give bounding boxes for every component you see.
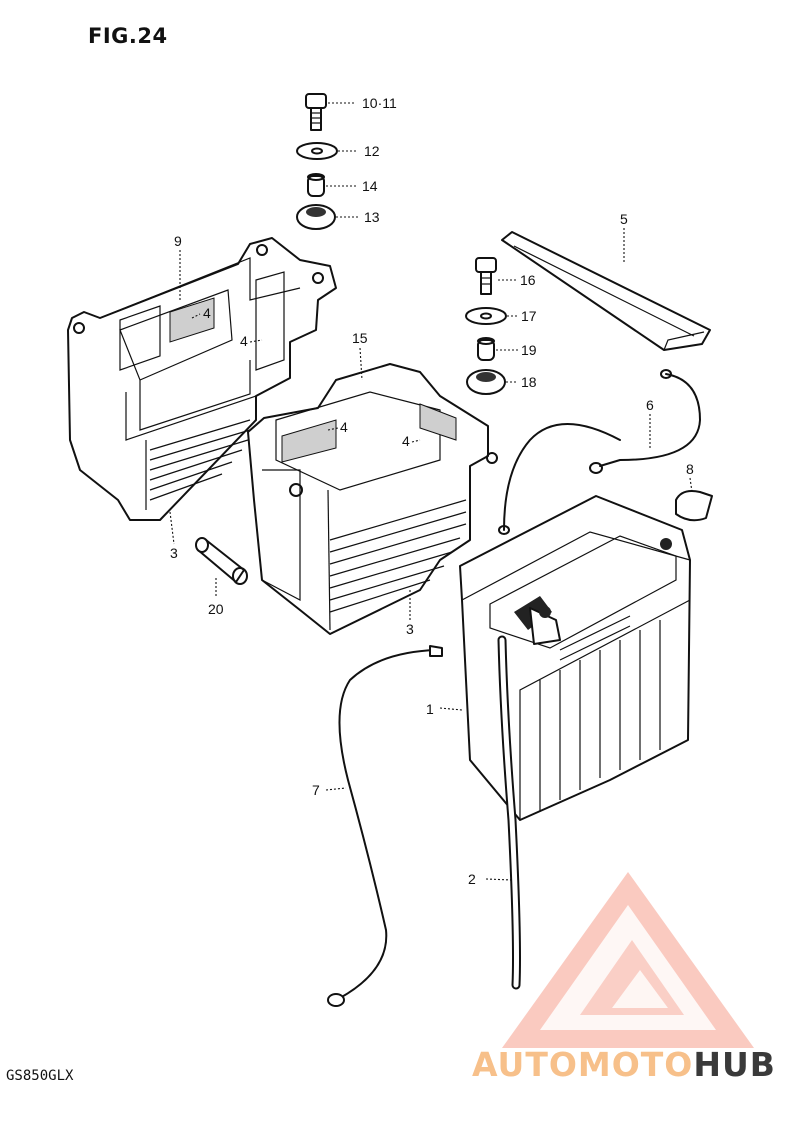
callout-7: 7 xyxy=(312,782,320,798)
watermark-part-hub: HUB xyxy=(693,1045,776,1084)
cable-6 xyxy=(498,369,701,535)
battery-holder-9 xyxy=(67,237,337,521)
battery-holder-15 xyxy=(247,347,498,635)
callout-4-c: 4 xyxy=(340,419,348,435)
callout-9: 9 xyxy=(174,233,182,249)
callout-3-b: 3 xyxy=(406,621,414,637)
figure-title: FIG.24 xyxy=(88,24,168,48)
leader-3a xyxy=(169,511,175,545)
callout-1: 1 xyxy=(426,701,434,717)
callout-12: 12 xyxy=(364,143,380,159)
callout-14: 14 xyxy=(362,178,378,194)
callout-15: 15 xyxy=(352,330,368,346)
watermark-part-automoto: AUTOMOTO xyxy=(472,1045,693,1084)
leader-4d xyxy=(411,439,421,443)
breather-tube-2 xyxy=(485,635,521,990)
spacer-14 xyxy=(307,173,356,197)
callout-8: 8 xyxy=(686,461,694,477)
battery-1 xyxy=(439,495,691,821)
bolt-10-11 xyxy=(305,93,356,131)
cap-8 xyxy=(675,477,713,522)
cable-7 xyxy=(325,645,443,1007)
callout-19: 19 xyxy=(521,342,537,358)
callout-13: 13 xyxy=(364,209,380,225)
watermark-text: AUTOMOTOHUB xyxy=(472,1045,776,1084)
callout-6: 6 xyxy=(646,397,654,413)
callout-20: 20 xyxy=(208,601,224,617)
callout-17: 17 xyxy=(521,308,537,324)
clip-20 xyxy=(195,537,248,598)
callout-18: 18 xyxy=(521,374,537,390)
cushion-13 xyxy=(296,204,358,230)
callout-2: 2 xyxy=(468,871,476,887)
callout-4-a: 4 xyxy=(203,305,211,321)
washer-12 xyxy=(296,142,358,160)
leader-4a xyxy=(191,313,201,319)
callout-3-a: 3 xyxy=(170,545,178,561)
battery-strap-5 xyxy=(501,228,711,351)
cushion-18 xyxy=(466,369,518,395)
callout-16: 16 xyxy=(520,272,536,288)
callout-5: 5 xyxy=(620,211,628,227)
callout-4-d: 4 xyxy=(402,433,410,449)
spacer-19 xyxy=(477,337,518,361)
callout-4-b: 4 xyxy=(240,333,248,349)
watermark-logo xyxy=(502,872,754,1048)
bolt-16 xyxy=(475,257,516,295)
washer-17 xyxy=(465,307,518,325)
model-code: GS850GLX xyxy=(6,1068,74,1084)
leader-4c xyxy=(327,427,339,431)
callout-10-11: 10·11 xyxy=(362,95,397,111)
